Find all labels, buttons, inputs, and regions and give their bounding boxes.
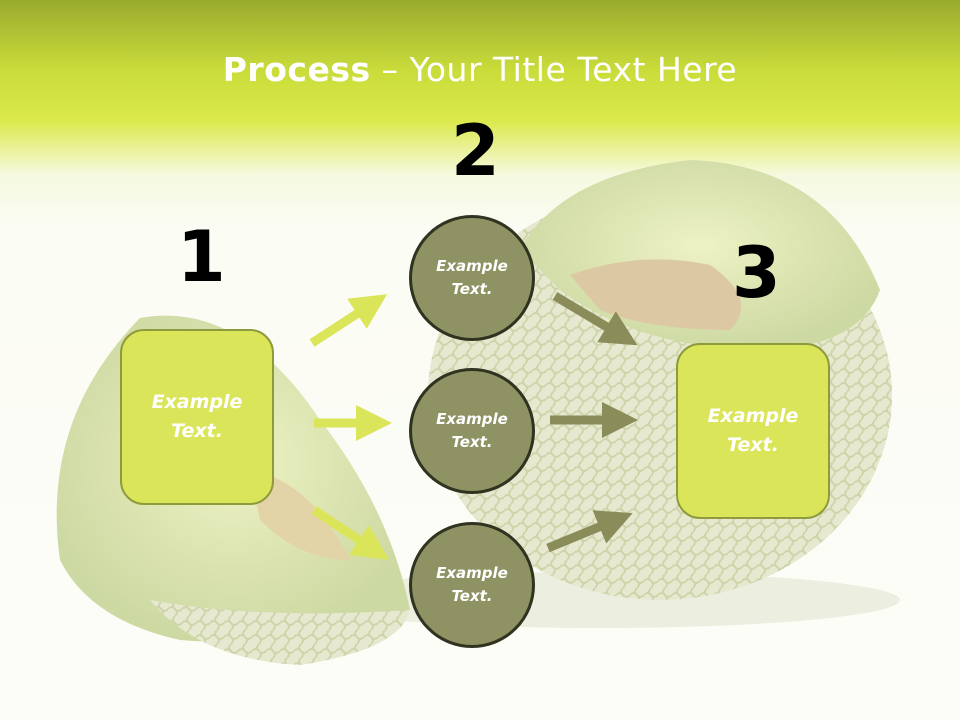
step-3-box: Example Text.	[676, 343, 830, 519]
step-1-box: Example Text.	[120, 329, 274, 505]
arrow-1-to-bottom	[311, 506, 389, 560]
step-2-circle-middle: Example Text.	[409, 368, 535, 494]
arrow-top-to-3	[552, 292, 638, 346]
arrow-bottom-to-3	[546, 510, 633, 553]
circle-top-text: Example Text.	[436, 257, 508, 298]
step-1-text: Example Text.	[151, 391, 243, 442]
arrow-1-to-top	[309, 294, 388, 347]
step-3-text: Example Text.	[707, 405, 799, 456]
step-2-circle-top: Example Text.	[409, 215, 535, 341]
circle-bottom-text: Example Text.	[436, 564, 508, 605]
title-bold: Process	[222, 50, 371, 89]
title-rest: – Your Title Text Here	[370, 50, 738, 89]
step-3-number: 3	[732, 232, 781, 314]
step-1-number: 1	[177, 216, 226, 298]
step-2-number: 2	[451, 110, 500, 192]
circle-middle-text: Example Text.	[436, 410, 508, 451]
step-2-circle-bottom: Example Text.	[409, 522, 535, 648]
slide-title: Process – Your Title Text Here	[0, 50, 960, 89]
